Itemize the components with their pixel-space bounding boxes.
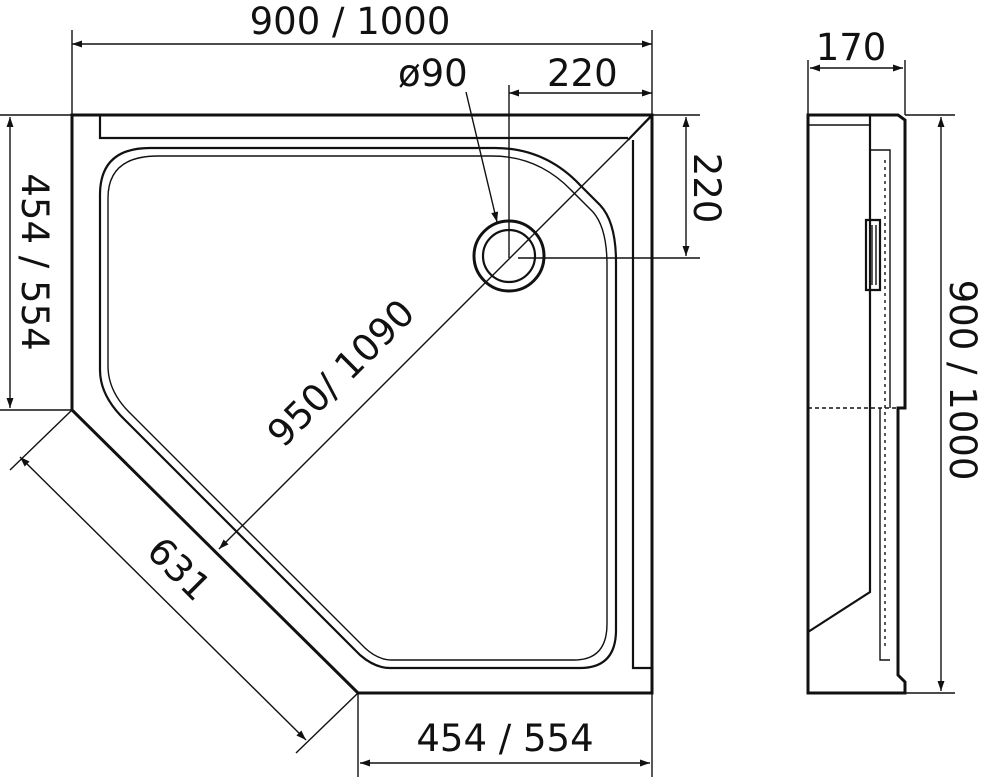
drain-offset-y-label: 220 — [685, 153, 728, 224]
angled-side-dim — [19, 456, 307, 741]
drain-leader-line — [465, 91, 499, 223]
tray-top-view: 950/ 1090 ø90 220 220 900 / 1000 454 / 5… — [0, 0, 728, 777]
tray-outer-outline — [70, 113, 654, 695]
basin-outer-edge — [98, 146, 618, 670]
profile-drain-slot — [864, 218, 882, 292]
profile-height-label: 170 — [816, 26, 887, 69]
left-side-label: 454 / 554 — [13, 173, 56, 350]
drain-offset-x-label: 220 — [547, 52, 618, 95]
angled-side-ext-top — [9, 409, 73, 471]
profile-inner-rim — [870, 149, 891, 408]
drain-diameter-label: ø90 — [398, 52, 468, 95]
profile-front-face — [807, 113, 872, 633]
angled-side-ext-bottom — [295, 692, 359, 754]
tray-rim-strip-right — [631, 140, 652, 670]
top-width-label: 900 / 1000 — [250, 0, 451, 43]
profile-length-label: 900 / 1000 — [941, 280, 984, 481]
profile-outline — [806, 113, 907, 695]
basin-inner-edge — [107, 155, 608, 661]
bottom-width-label: 454 / 554 — [416, 717, 593, 760]
diagonal-dimension-line — [218, 117, 651, 550]
tray-rim-strip — [98, 115, 628, 140]
diagonal-dimension-label: 950/ 1090 — [259, 291, 423, 455]
tray-side-profile: 170 900 / 1000 — [806, 26, 984, 695]
profile-lower-rim — [879, 408, 890, 661]
angled-side-label: 631 — [139, 529, 219, 609]
